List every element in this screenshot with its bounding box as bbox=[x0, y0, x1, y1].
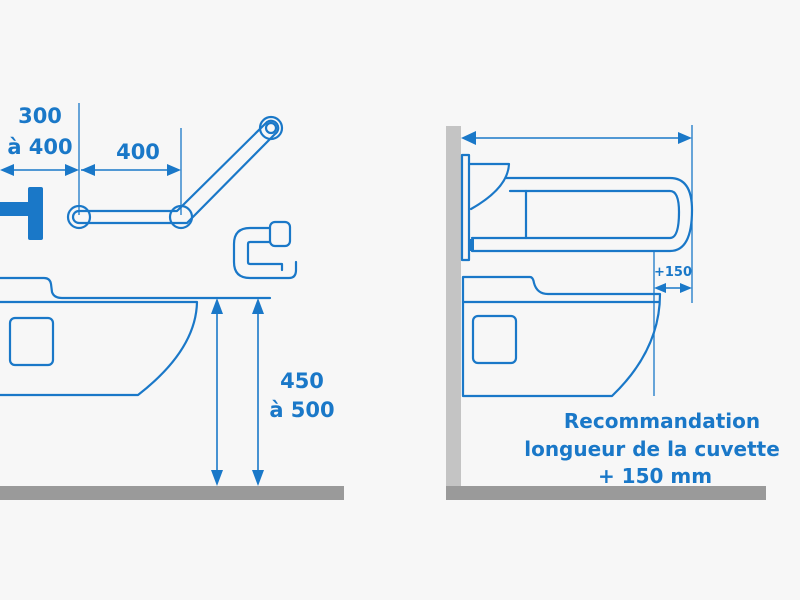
dim-seat-height-line1: 450 bbox=[280, 369, 324, 393]
floor-right bbox=[446, 486, 766, 500]
toilet-bowl-right bbox=[461, 275, 662, 398]
dim-bar-length: 400 bbox=[81, 128, 182, 215]
toilet-paper-holder-icon bbox=[232, 220, 298, 280]
wall bbox=[446, 126, 461, 488]
floor-left bbox=[0, 486, 344, 500]
recommendation-line3: + 150 mm bbox=[598, 464, 712, 488]
flush-plate-icon bbox=[0, 187, 43, 240]
dim-extension: +150 bbox=[653, 252, 692, 396]
folding-grab-bar-icon bbox=[460, 153, 694, 262]
angled-grab-bar-icon bbox=[66, 115, 284, 230]
dim-seat-height-line2: à 500 bbox=[269, 398, 334, 422]
recommendation-line2: longueur de la cuvette bbox=[524, 437, 780, 461]
recommendation-note: Recommandation longueur de la cuvette + … bbox=[524, 409, 780, 488]
dim-offset-line2: à 400 bbox=[7, 135, 72, 159]
right-view: +150 Recommandation longueur de la cuvet… bbox=[446, 125, 780, 500]
toilet-bowl-left bbox=[0, 276, 272, 397]
left-view: 300 à 400 400 bbox=[0, 103, 344, 500]
dim-offset: 300 à 400 bbox=[0, 103, 80, 215]
dim-seat-height: 450 à 500 bbox=[211, 298, 335, 486]
recommendation-line1: Recommandation bbox=[564, 409, 760, 433]
dim-bar-length-label: 400 bbox=[116, 140, 160, 164]
dim-offset-line1: 300 bbox=[18, 104, 62, 128]
dim-extension-label: +150 bbox=[654, 265, 692, 280]
